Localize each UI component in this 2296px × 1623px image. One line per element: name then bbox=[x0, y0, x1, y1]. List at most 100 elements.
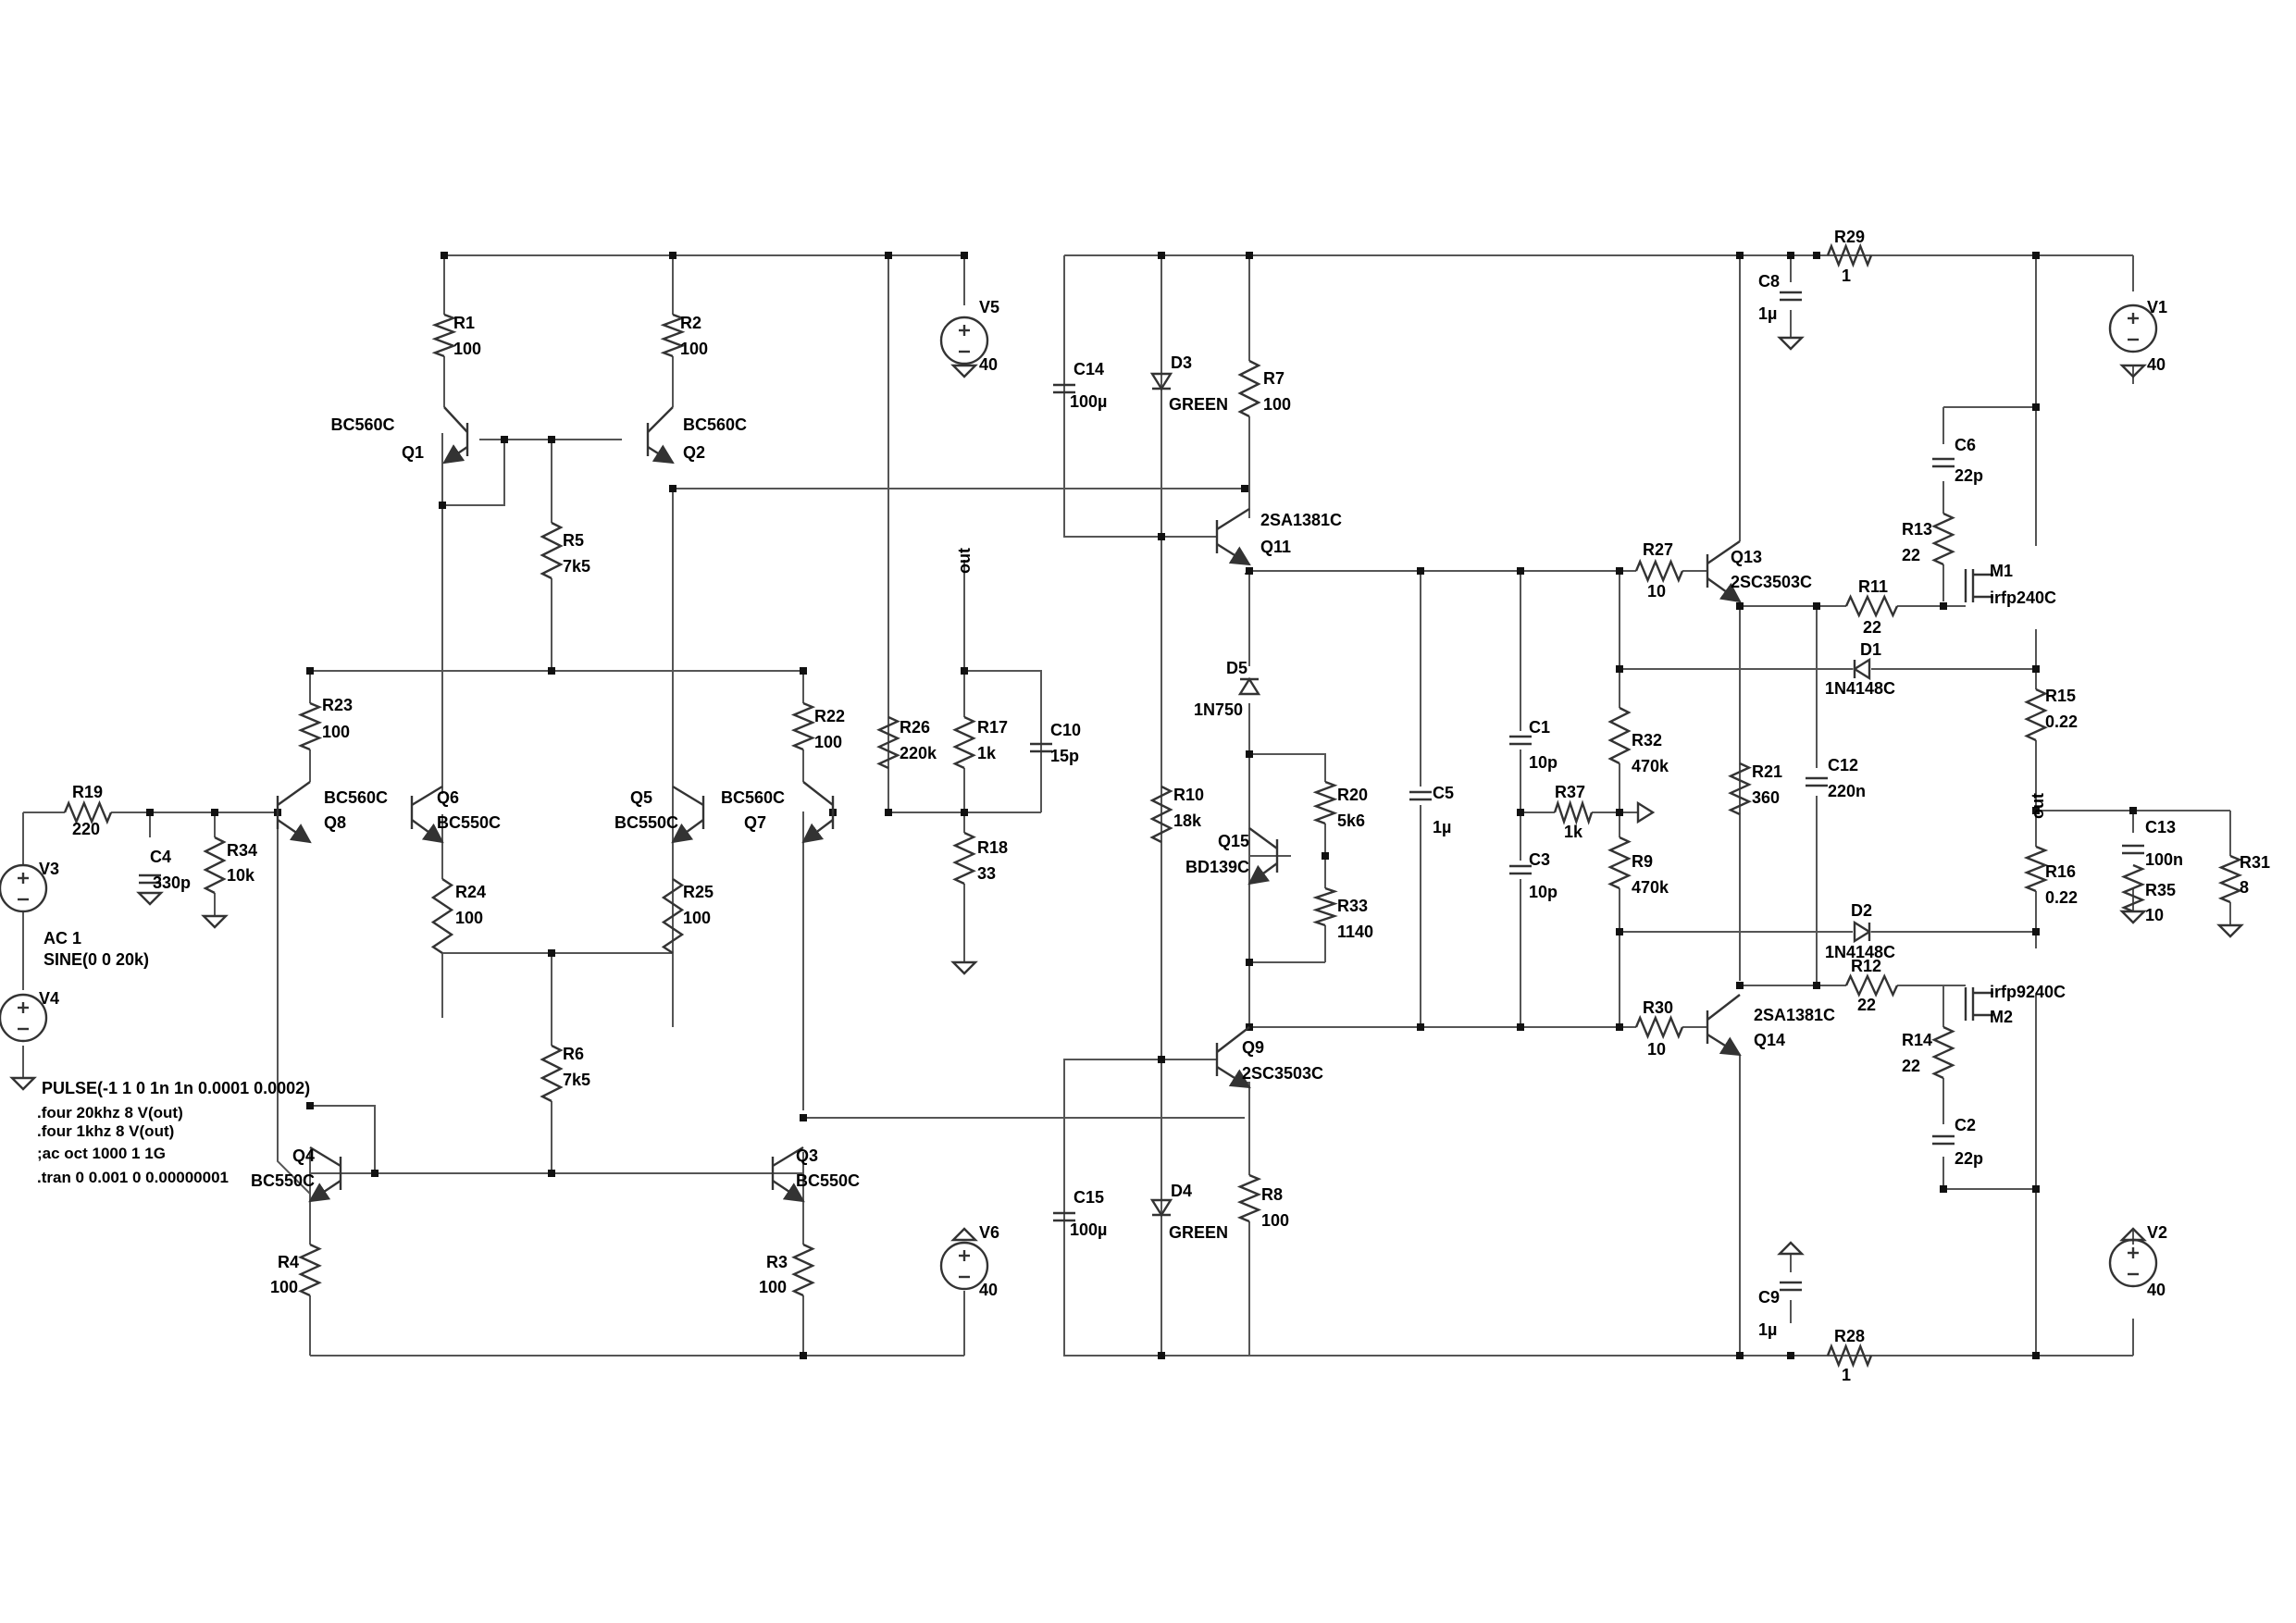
ref-label-R27: R27 bbox=[1643, 540, 1673, 559]
ref-label-V2: V2 bbox=[2147, 1223, 2167, 1242]
ref-label-R18: R18 bbox=[977, 838, 1008, 857]
junction-dot bbox=[1616, 809, 1623, 816]
ref-label-C2: C2 bbox=[1955, 1116, 1976, 1134]
value-label-R14: 22 bbox=[1902, 1057, 1920, 1075]
diode-D2 bbox=[1853, 920, 1872, 944]
ground-symbol bbox=[201, 914, 229, 929]
ground-symbol bbox=[1636, 800, 1656, 824]
ref-label-C6: C6 bbox=[1955, 436, 1976, 454]
value-label-R28: 1 bbox=[1842, 1366, 1851, 1384]
capacitor-C2 bbox=[1932, 1134, 1955, 1146]
transistor-Q13 bbox=[1706, 540, 1742, 603]
ref-label-R32: R32 bbox=[1632, 731, 1662, 750]
ground-symbol bbox=[2216, 923, 2244, 938]
net-label-out-main: out bbox=[2029, 793, 2047, 819]
ref-label-R22: R22 bbox=[814, 707, 845, 725]
value-label-C14: 100µ bbox=[1070, 392, 1107, 411]
ref-label-C5: C5 bbox=[1433, 784, 1454, 802]
resistor-R9 bbox=[1607, 836, 1632, 890]
value-label-C9: 1µ bbox=[1758, 1320, 1777, 1339]
junction-dot bbox=[2129, 807, 2137, 814]
capacitor-C4 bbox=[139, 873, 161, 885]
ref-label-Q11: Q11 bbox=[1260, 538, 1291, 556]
spice-directive: .four 1khz 8 V(out) bbox=[37, 1122, 174, 1140]
junction-dot bbox=[885, 252, 892, 259]
resistor-R5 bbox=[540, 521, 564, 580]
value-label-M2: irfp9240C bbox=[1990, 983, 2066, 1001]
junction-dot bbox=[1241, 485, 1248, 492]
net-label-out-feedback: out bbox=[955, 548, 974, 574]
value-label-C15: 100µ bbox=[1070, 1220, 1107, 1239]
junction-dot bbox=[146, 809, 154, 816]
resistor-R15 bbox=[2024, 688, 2048, 742]
value-label-R12: 22 bbox=[1857, 996, 1876, 1014]
value-label-V6: 40 bbox=[979, 1281, 998, 1299]
value-label-V5: 40 bbox=[979, 355, 998, 374]
capacitor-C10 bbox=[1030, 742, 1052, 753]
value-label-D2: 1N4148C bbox=[1825, 943, 1895, 961]
junction-dot bbox=[1158, 252, 1165, 259]
value-label-R35: 10 bbox=[2145, 906, 2164, 924]
ref-label-R15: R15 bbox=[2045, 687, 2076, 705]
value-label-R20: 5k6 bbox=[1337, 812, 1365, 830]
ref-label-M1: M1 bbox=[1990, 562, 2013, 580]
junction-dot bbox=[1158, 533, 1165, 540]
voltage-source-V2 bbox=[2108, 1238, 2158, 1288]
spice-directive: .tran 0 0.001 0 0.00000001 bbox=[37, 1169, 229, 1186]
resistor-R17 bbox=[952, 715, 976, 770]
junction-dot bbox=[1787, 1352, 1794, 1359]
junction-dot bbox=[1417, 567, 1424, 575]
value-label-Q11: 2SA1381C bbox=[1260, 511, 1342, 529]
diode-D3 bbox=[1149, 372, 1173, 391]
ref-label-D4: D4 bbox=[1171, 1182, 1192, 1200]
value-label-Q14: 2SA1381C bbox=[1754, 1006, 1835, 1024]
diode-D4 bbox=[1149, 1198, 1173, 1218]
value-label-V2: 40 bbox=[2147, 1281, 2166, 1299]
ref-label-C1: C1 bbox=[1529, 718, 1550, 737]
junction-dot bbox=[1616, 1023, 1623, 1031]
capacitor-C8 bbox=[1780, 291, 1802, 302]
value-label-R33: 1140 bbox=[1337, 923, 1373, 941]
junction-dot bbox=[669, 252, 676, 259]
ground-symbol bbox=[1777, 1241, 1805, 1256]
junction-dot bbox=[1246, 252, 1253, 259]
ref-label-R6: R6 bbox=[563, 1045, 584, 1063]
value-label-Q5: BC550C bbox=[614, 813, 678, 832]
resistor-R18 bbox=[952, 831, 976, 886]
junction-dot bbox=[1322, 852, 1329, 860]
ground-symbol bbox=[2119, 364, 2147, 378]
value-label-R18: 33 bbox=[977, 864, 996, 883]
ref-label-Q15: Q15 bbox=[1218, 832, 1249, 850]
value-label-R5: 7k5 bbox=[563, 557, 590, 576]
resistor-R30 bbox=[1634, 1014, 1684, 1040]
ref-label-R16: R16 bbox=[2045, 862, 2076, 881]
resistor-R1 bbox=[431, 313, 457, 358]
capacitor-C1 bbox=[1509, 735, 1532, 746]
resistor-R22 bbox=[790, 701, 816, 751]
junction-dot bbox=[1158, 1056, 1165, 1063]
wire bbox=[964, 670, 1042, 812]
ref-label-R13: R13 bbox=[1902, 520, 1932, 539]
wire bbox=[277, 812, 311, 1195]
ref-label-R2: R2 bbox=[680, 314, 701, 332]
value-label-R26: 220k bbox=[900, 744, 937, 762]
wire bbox=[441, 433, 505, 506]
junction-dot bbox=[1158, 1352, 1165, 1359]
voltage-source-V3 bbox=[0, 863, 48, 913]
value-label-Q7: BC560C bbox=[721, 788, 785, 807]
ground-symbol bbox=[136, 891, 164, 906]
value-label-C10: 15p bbox=[1050, 747, 1079, 765]
junction-dot bbox=[1940, 602, 1947, 610]
value-label-R27: 10 bbox=[1647, 582, 1666, 601]
resistor-R34 bbox=[203, 836, 227, 895]
ref-label-R34: R34 bbox=[227, 841, 257, 860]
ref-label-C3: C3 bbox=[1529, 850, 1550, 869]
ref-label-C12: C12 bbox=[1828, 756, 1858, 774]
zener-diode-D5 bbox=[1237, 676, 1261, 696]
resistor-R7 bbox=[1237, 359, 1261, 418]
value-label-C1: 10p bbox=[1529, 753, 1558, 772]
ref-label-Q1: Q1 bbox=[402, 443, 424, 462]
value-label-R13: 22 bbox=[1902, 546, 1920, 564]
ref-label-C8: C8 bbox=[1758, 272, 1780, 291]
ref-label-R25: R25 bbox=[683, 883, 714, 901]
